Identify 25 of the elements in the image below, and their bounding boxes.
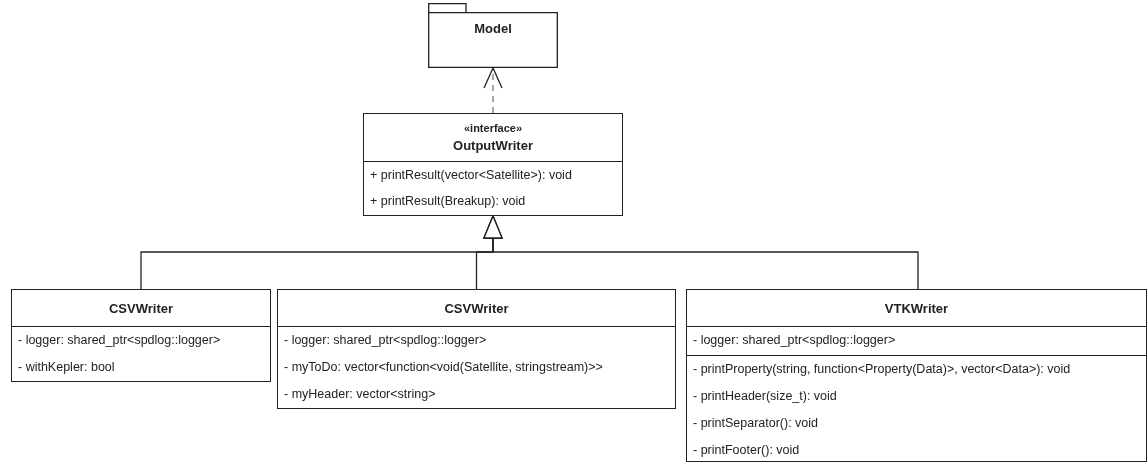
stereotype-label: «interface» (462, 122, 524, 134)
class-box (11, 289, 271, 382)
package-name: Model (473, 21, 513, 36)
method-text: + printResult(Breakup): void (369, 193, 527, 210)
class-name: VTKWriter (883, 300, 950, 316)
interface-box (363, 113, 623, 216)
method-text: - printSeparator(): void (692, 415, 820, 432)
generalization-arrow (483, 215, 919, 290)
method-text: - printHeader(size_t): void (692, 388, 838, 405)
dependency-arrow (483, 67, 503, 114)
package-shape (428, 3, 558, 68)
class-name: OutputWriter (452, 138, 534, 153)
attribute-text: - myHeader: vector<string> (283, 386, 437, 403)
class-name: CSVWriter (107, 300, 175, 316)
class-box (686, 289, 1147, 462)
attribute-text: - myToDo: vector<function<void(Satellite, stringstream)>> (283, 359, 604, 376)
method-text: - printProperty(string, function<Property(Data)>, vector<Data>): void (692, 361, 1072, 378)
class-box (277, 289, 676, 409)
attribute-text: - withKepler: bool (17, 359, 116, 376)
class-name: CSVWriter (443, 300, 510, 316)
attribute-text: - logger: shared_ptr<spdlog::logger> (17, 332, 222, 349)
attribute-text: - logger: shared_ptr<spdlog::logger> (692, 332, 897, 349)
method-text: - printFooter(): void (692, 442, 801, 459)
attribute-text: - logger: shared_ptr<spdlog::logger> (283, 332, 488, 349)
method-text: + printResult(vector<Satellite>): void (369, 167, 573, 184)
